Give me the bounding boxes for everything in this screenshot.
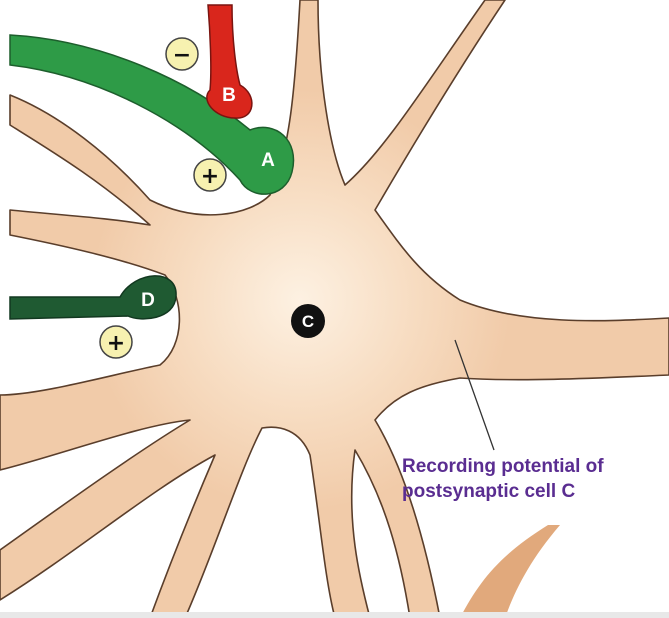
terminal-d-label: D — [141, 290, 155, 311]
cell-c-marker: C — [291, 304, 325, 338]
recording-caption-line-1: Recording potential of — [402, 454, 664, 479]
excitatory-sign-a: + — [194, 159, 226, 191]
cell-c-label: C — [302, 312, 314, 331]
recording-caption-line-2: postsynaptic cell C — [402, 479, 664, 504]
terminal-a-label: A — [261, 150, 275, 171]
bottom-strip — [0, 612, 669, 618]
terminal-a-axon — [10, 35, 294, 194]
excitatory-sign-d: + — [100, 326, 132, 358]
terminal-a-sign: + — [201, 164, 219, 189]
terminal-a: A — [10, 35, 294, 194]
terminal-b-label: B — [222, 85, 236, 106]
terminal-b-sign: − — [173, 43, 191, 68]
terminal-b: B — [207, 5, 252, 118]
terminal-d-sign: + — [107, 331, 125, 356]
recording-caption: Recording potential of postsynaptic cell… — [402, 454, 664, 504]
inhibitory-sign-b: − — [166, 38, 198, 70]
terminal-d: D — [10, 276, 176, 319]
axon-fragment — [460, 525, 560, 618]
